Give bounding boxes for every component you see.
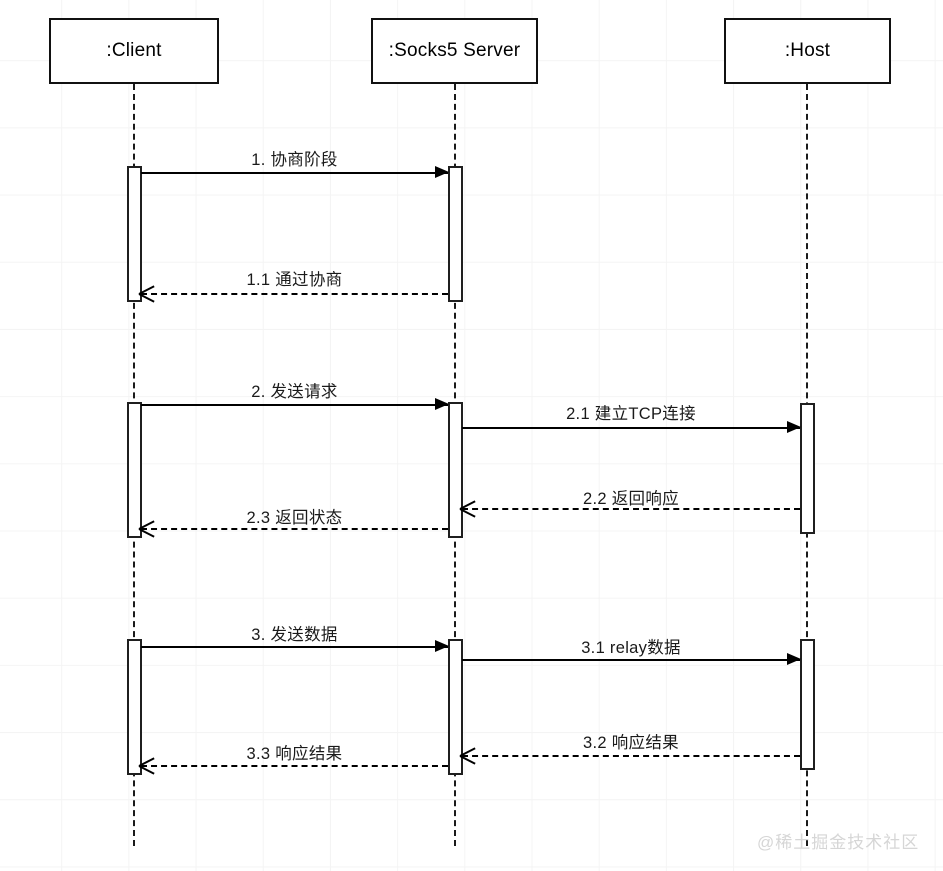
arrow-line (141, 172, 448, 174)
participant-box-client[interactable]: :Client (49, 18, 219, 84)
arrow-line (462, 755, 800, 757)
message-label-msg-3-2: 3.2 响应结果 (583, 734, 679, 752)
arrow-line (141, 293, 448, 295)
arrowhead-right-icon (787, 653, 801, 665)
arrowhead-right-icon (435, 640, 449, 652)
message-label-msg-3-3: 3.3 响应结果 (246, 745, 343, 763)
message-label-msg-2-3: 2.3 返回状态 (246, 509, 343, 527)
activation-bar-host[interactable] (800, 403, 815, 534)
activation-bar-server[interactable] (448, 402, 463, 538)
activation-bar-server[interactable] (448, 639, 463, 775)
arrow-line (141, 404, 448, 406)
activation-bar-client[interactable] (127, 166, 142, 302)
arrow-line (462, 508, 800, 510)
activation-bar-server[interactable] (448, 166, 463, 302)
activation-bar-client[interactable] (127, 402, 142, 538)
participant-box-host[interactable]: :Host (724, 18, 891, 84)
watermark: @稀土掘金技术社区 (757, 833, 920, 852)
message-label-msg-2-2: 2.2 返回响应 (583, 490, 679, 508)
activation-bar-host[interactable] (800, 639, 815, 770)
arrow-line (462, 427, 800, 429)
arrow-line (141, 646, 448, 648)
participant-box-server[interactable]: :Socks5 Server (371, 18, 538, 84)
message-label-msg-2-1: 2.1 建立TCP连接 (566, 405, 696, 423)
activation-bar-client[interactable] (127, 639, 142, 775)
arrowhead-right-icon (787, 421, 801, 433)
participant-label: :Client (106, 40, 162, 61)
message-label-msg-3: 3. 发送数据 (251, 626, 338, 644)
participant-label: :Host (784, 40, 831, 61)
arrow-line (141, 765, 448, 767)
message-label-msg-1-1: 1.1 通过协商 (246, 271, 343, 289)
arrow-line (141, 528, 448, 530)
arrowhead-right-icon (435, 398, 449, 410)
arrowhead-right-icon (435, 166, 449, 178)
participant-label: :Socks5 Server (388, 40, 521, 61)
message-label-msg-2: 2. 发送请求 (251, 383, 338, 401)
arrow-line (462, 659, 800, 661)
message-label-msg-3-1: 3.1 relay数据 (581, 639, 681, 657)
message-label-msg-1: 1. 协商阶段 (251, 151, 338, 169)
